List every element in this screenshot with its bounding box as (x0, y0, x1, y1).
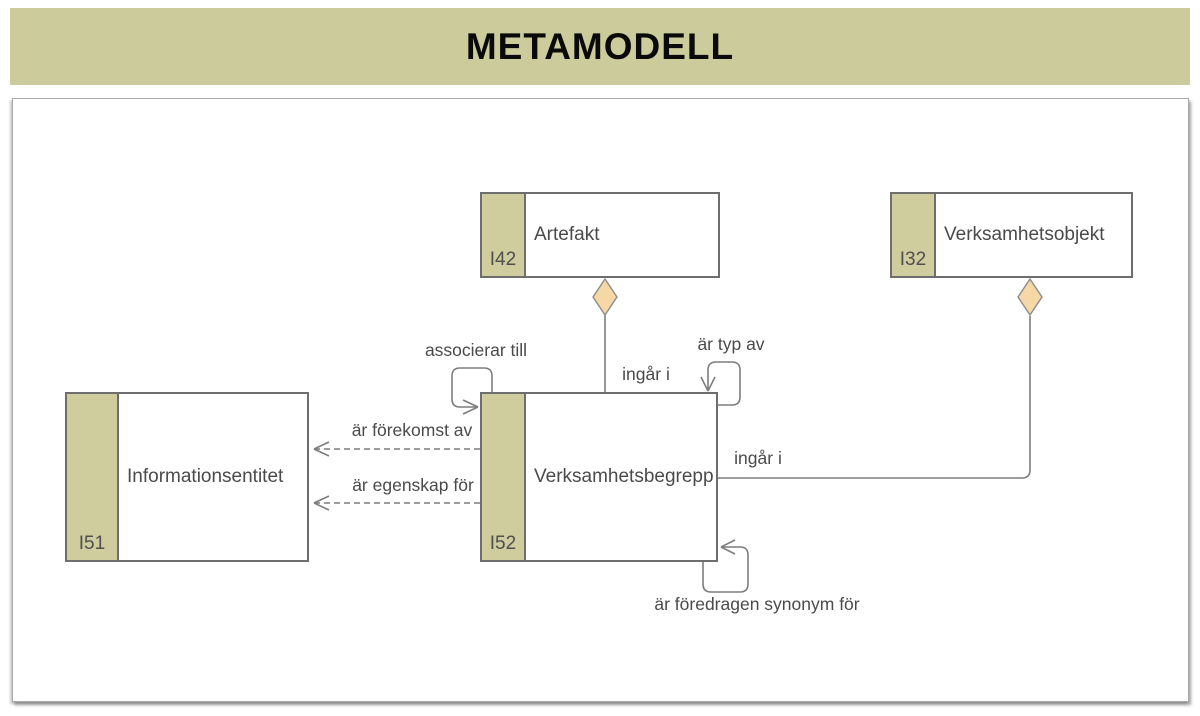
entity-informationsentitet-id-strip: I51 (67, 394, 119, 560)
label-ingar-i-artefakt: ingår i (622, 364, 670, 384)
label-ar-typ-av: är typ av (697, 334, 765, 354)
title-bar: METAMODELL (10, 8, 1190, 85)
label-ingar-i-verksamhetsobjekt: ingår i (734, 448, 782, 468)
entity-artefakt: I42 Artefakt (480, 192, 720, 278)
entity-verksamhetsbegrepp-id: I52 (489, 533, 517, 554)
entity-artefakt-name: Artefakt (534, 224, 600, 245)
entity-verksamhetsobjekt-name: Verksamhetsobjekt (944, 224, 1105, 245)
entity-verksamhetsobjekt-id-strip: I32 (892, 194, 936, 276)
label-ar-forekomst-av: är förekomst av (351, 420, 473, 440)
label-ar-foredragen-synonym-for: är föredragen synonym för (654, 594, 860, 614)
entity-artefakt-id: I42 (489, 249, 517, 270)
entity-verksamhetsbegrepp-id-strip: I52 (482, 394, 526, 560)
page-title: METAMODELL (465, 25, 735, 67)
entity-verksamhetsobjekt-id: I32 (899, 249, 927, 270)
entity-verksamhetsobjekt: I32 Verksamhetsobjekt (890, 192, 1133, 278)
entity-verksamhetsbegrepp-name: Verksamhetsbegrepp (534, 466, 714, 487)
label-ar-egenskap-for: är egenskap för (352, 475, 474, 495)
entity-informationsentitet-id: I51 (78, 533, 106, 554)
label-associerar-till: associerar till (424, 340, 528, 360)
entity-informationsentitet-name: Informationsentitet (127, 466, 284, 487)
entity-artefakt-id-strip: I42 (482, 194, 526, 276)
entity-informationsentitet: I51 Informationsentitet (65, 392, 309, 562)
entity-verksamhetsbegrepp: I52 Verksamhetsbegrepp (480, 392, 718, 562)
